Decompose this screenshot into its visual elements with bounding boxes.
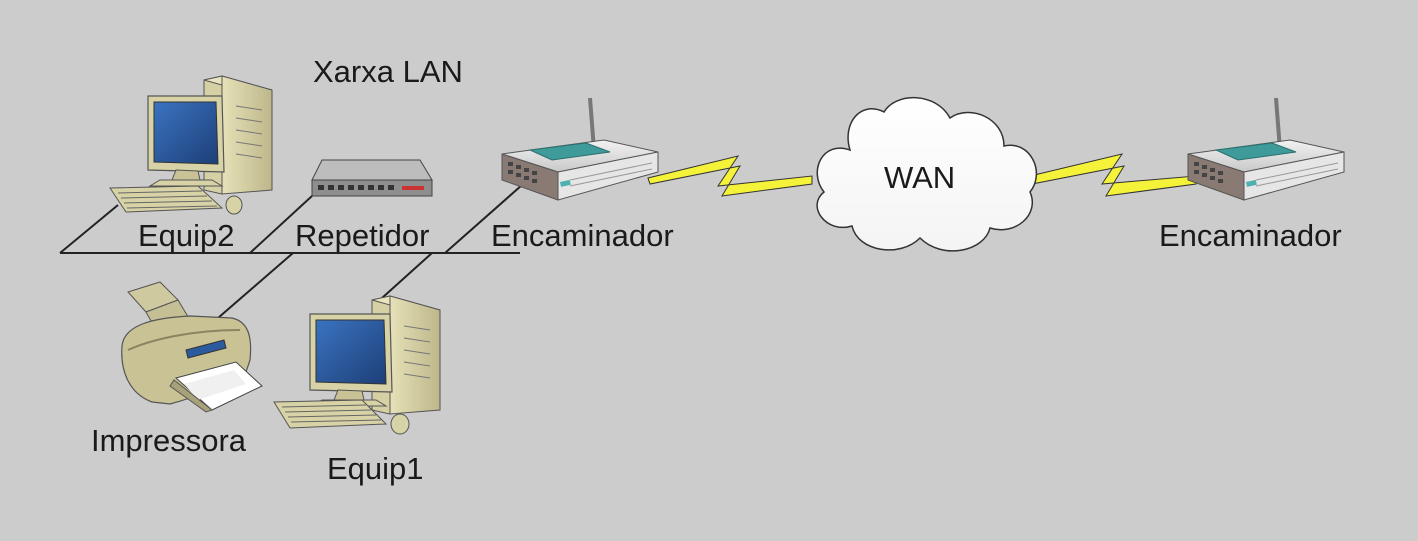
encaminador-lan-router-icon [501, 97, 659, 201]
lightning-link-left [647, 155, 813, 197]
cable-repetidor [249, 195, 313, 254]
wan-cloud [816, 97, 1038, 252]
equip2-label: Equip2 [138, 218, 235, 253]
equip1-computer-icon [273, 295, 441, 435]
cable-equip1 [381, 252, 433, 299]
repetidor-label: Repetidor [295, 218, 430, 253]
repetidor-hub-icon [311, 159, 433, 197]
cable-encaminador [444, 184, 523, 254]
impressora-printer-icon [121, 281, 263, 413]
equip2-computer-icon [109, 75, 273, 215]
encaminador-remote-router-icon [1187, 97, 1345, 201]
cable-impressora [217, 252, 294, 319]
encaminador-remote-label: Encaminador [1159, 218, 1342, 253]
wan-label: WAN [884, 160, 956, 195]
equip1-label: Equip1 [327, 451, 424, 486]
lan-cables [59, 184, 523, 319]
diagram-title: Xarxa LAN [313, 54, 463, 89]
encaminador-lan-label: Encaminador [491, 218, 674, 253]
impressora-label: Impressora [91, 423, 247, 458]
lightning-link-right [1029, 153, 1197, 197]
cable-equip2 [59, 204, 119, 254]
